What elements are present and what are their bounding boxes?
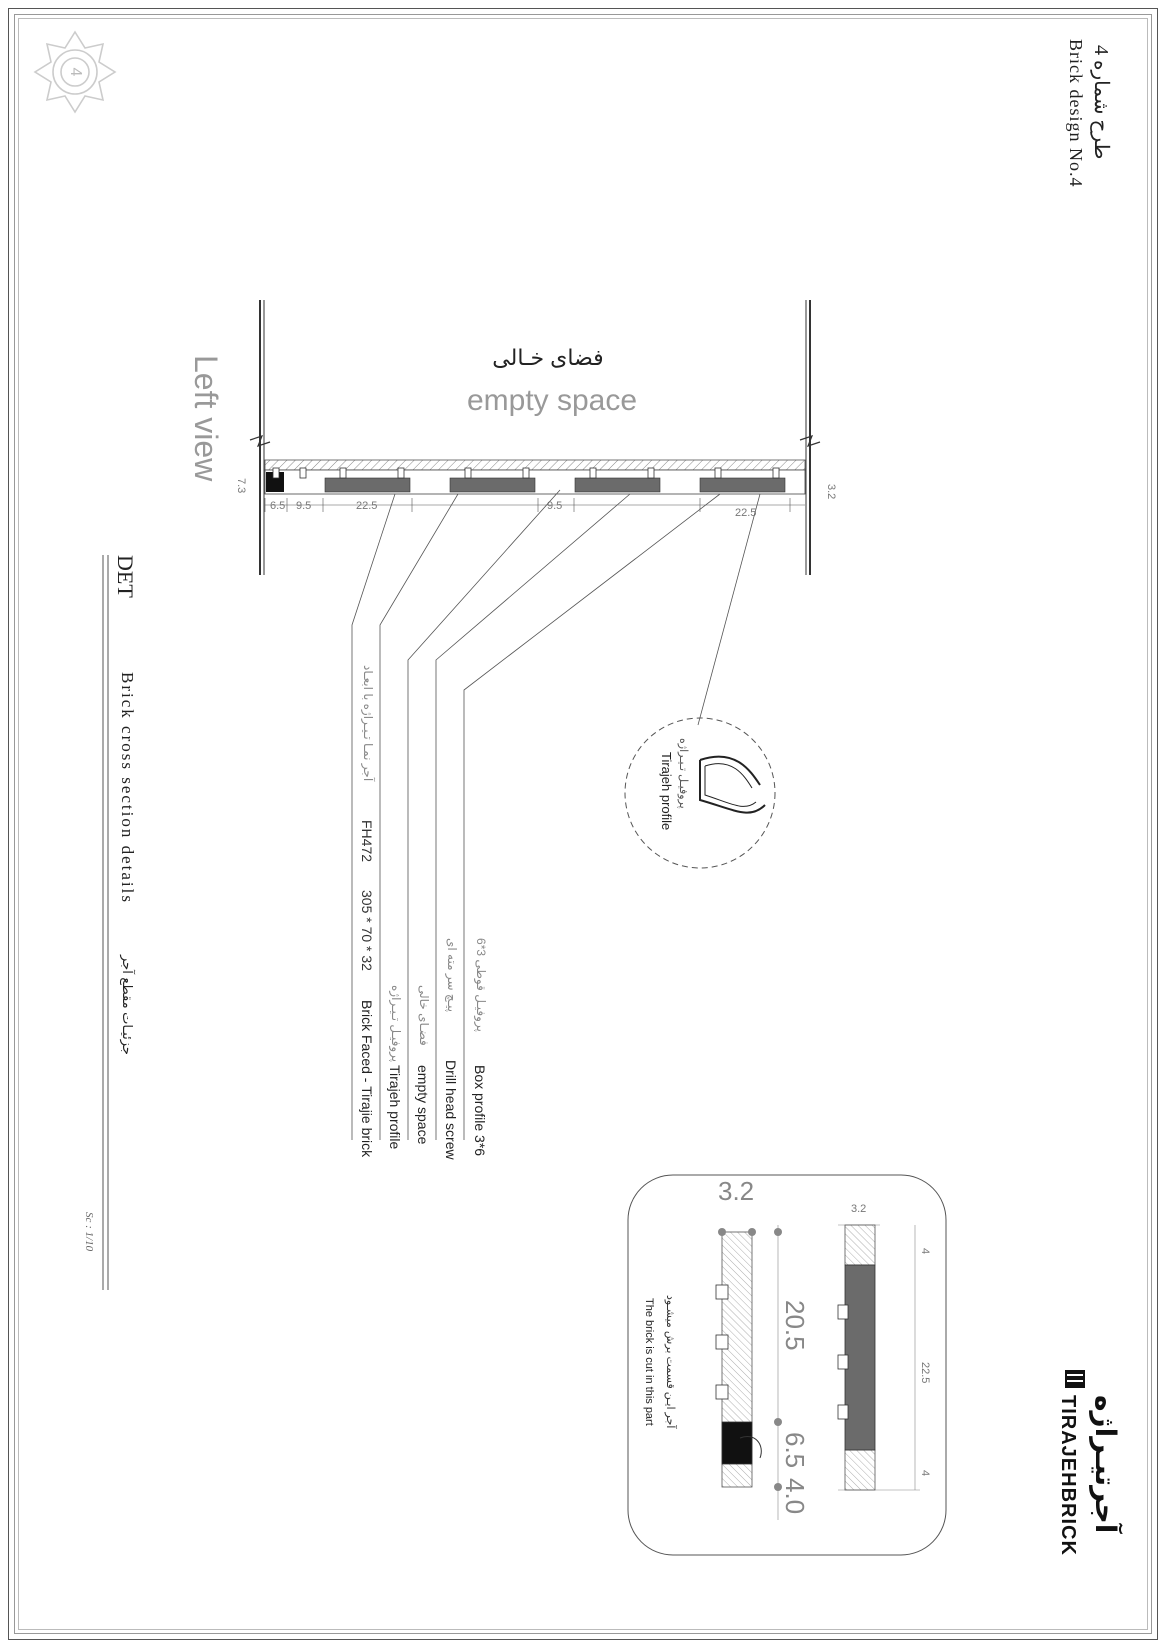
left-view-label: Left view xyxy=(188,355,224,482)
dim-7-3: 7.3 xyxy=(235,478,247,493)
inner-border xyxy=(14,14,1152,1634)
dim-6-5: 6.5 xyxy=(270,500,285,512)
legend-screw-en: Drill head screw xyxy=(443,1060,459,1160)
lower-brick-cut xyxy=(721,1421,753,1465)
dim-9-5-b: 9.5 xyxy=(547,500,562,512)
legend-profile-fa: پروفیـل تـیـراژه xyxy=(388,985,403,1062)
lower-brick-notches xyxy=(715,1284,729,1400)
upper-brick-notches xyxy=(837,1304,849,1420)
upper-dim-4-top: 4 xyxy=(919,1248,931,1254)
brick-units xyxy=(324,477,786,493)
lower-dim-20-5: 20.5 xyxy=(780,1300,810,1351)
leader-box xyxy=(463,493,721,1140)
dim-22-5-b: 22.5 xyxy=(735,507,756,519)
profile-shape-inner-icon xyxy=(704,763,757,807)
det-subtitle-fa: جزئیـات مقطع آجر xyxy=(119,954,136,1055)
design-title-en: Brick design No.4 xyxy=(1066,39,1086,187)
legend-brick-code: FH472 xyxy=(359,820,375,862)
tirajeh-logo: آجرتیـراژه TIRAJEHBRICK xyxy=(1057,1370,1123,1556)
legend-profile-en: Tirajeh profile xyxy=(387,1065,403,1150)
dim-3-2: 3.2 xyxy=(825,484,837,499)
upper-brick-body xyxy=(844,1264,876,1451)
upper-brick-hatch-bottom xyxy=(844,1449,876,1491)
lower-dim-3-2: 3.2 xyxy=(718,1176,754,1206)
empty-space-label-en: empty space xyxy=(467,384,637,417)
upper-brick-hatch-top xyxy=(844,1224,876,1266)
badge-number: 4 xyxy=(67,68,84,77)
profile-label-fa: پروفیـل تـیـراژه xyxy=(677,738,689,809)
leader-profile xyxy=(379,493,459,1140)
empty-space-label-fa: فضای خـالی xyxy=(492,345,603,370)
brick-cut-black xyxy=(266,472,284,492)
leader-lines xyxy=(351,489,761,1140)
legend-empty-fa: فضـای خالی xyxy=(417,985,431,1046)
dim-ticks xyxy=(264,498,791,512)
upper-dim-22-5: 22.5 xyxy=(919,1362,931,1383)
callout-circle xyxy=(624,717,776,869)
profile-callout: پروفیـل تـیـراژه Tirajeh profile xyxy=(624,717,776,869)
leader-empty xyxy=(407,489,561,1140)
brick-cut-note-fa: آجر ایـن قسمت برش میشـود xyxy=(664,1295,678,1429)
upper-dim-3-2: 3.2 xyxy=(851,1203,866,1215)
legend-brick-en: Brick Faced - Tirajie brick xyxy=(359,1000,375,1158)
lower-dim-dots xyxy=(718,1228,782,1491)
star-inner-ring xyxy=(60,57,90,87)
leader-callout xyxy=(697,493,761,726)
upper-dim-4-bottom: 4 xyxy=(919,1470,931,1476)
dim-22-5-a: 22.5 xyxy=(356,500,377,512)
scale-label: Sc : 1/10 xyxy=(83,1212,95,1252)
star-ring xyxy=(52,49,98,95)
outer-border xyxy=(8,8,1158,1640)
brick-cut-note-en: The brick is cut in this part xyxy=(643,1298,655,1426)
inner-border-2 xyxy=(18,18,1148,1630)
break-mark-left xyxy=(249,435,271,447)
lower-dim-6-5: 6.5 xyxy=(780,1432,810,1468)
legend-screw-fa: پیـچ سر مته ای xyxy=(444,938,459,1012)
legend-empty-en: empty space xyxy=(415,1065,431,1145)
legend-brick-dims: 305 * 70 * 32 xyxy=(359,890,375,971)
profile-shape-icon xyxy=(699,755,766,814)
logo-en: TIRAJEHBRICK xyxy=(1057,1395,1079,1556)
legend-brick-fa: آجر نمـا تـیـراژه با ابعـاد xyxy=(360,665,376,782)
break-mark-right xyxy=(799,435,821,447)
logo-fa: آجرتیـراژه xyxy=(1089,1395,1123,1535)
det-section: DET Brick cross section details جزئیـات … xyxy=(83,555,138,1290)
legend-box-fa: پروفیـل قوطی 3*6 xyxy=(473,938,488,1032)
detail-box-frame xyxy=(627,1174,947,1556)
legend: پروفیـل قوطی 3*6 Box profile 3*6 پیـچ سر… xyxy=(359,665,488,1160)
brick-detail-box: 3.2 4 22.5 4 3.2 20.5 6.5 4.0 آجر ایـن ق… xyxy=(627,1174,947,1556)
star-outline-icon xyxy=(33,30,117,114)
det-subtitle-en: Brick cross section details xyxy=(118,672,137,904)
profile-label-en: Tirajeh profile xyxy=(659,752,674,830)
dim-9-5-a: 9.5 xyxy=(296,500,311,512)
main-view: 6.5 9.5 22.5 9.5 22.5 7.3 3.2 فضای خـالی… xyxy=(188,300,837,575)
star-badge: 4 xyxy=(33,30,117,114)
leader-brick xyxy=(351,493,396,1140)
leader-screw xyxy=(435,493,631,1140)
profile-clips xyxy=(272,467,780,479)
design-number-fa: طرح شماره 4 xyxy=(1090,45,1112,159)
logo-mark-icon xyxy=(1065,1370,1085,1388)
lower-dim-4-0: 4.0 xyxy=(780,1478,810,1514)
legend-box-en: Box profile 3*6 xyxy=(472,1065,488,1156)
lower-clip-icon xyxy=(739,1436,762,1459)
det-heading: DET xyxy=(113,555,138,598)
title-block: طرح شماره 4 Brick design No.4 xyxy=(1066,39,1112,187)
